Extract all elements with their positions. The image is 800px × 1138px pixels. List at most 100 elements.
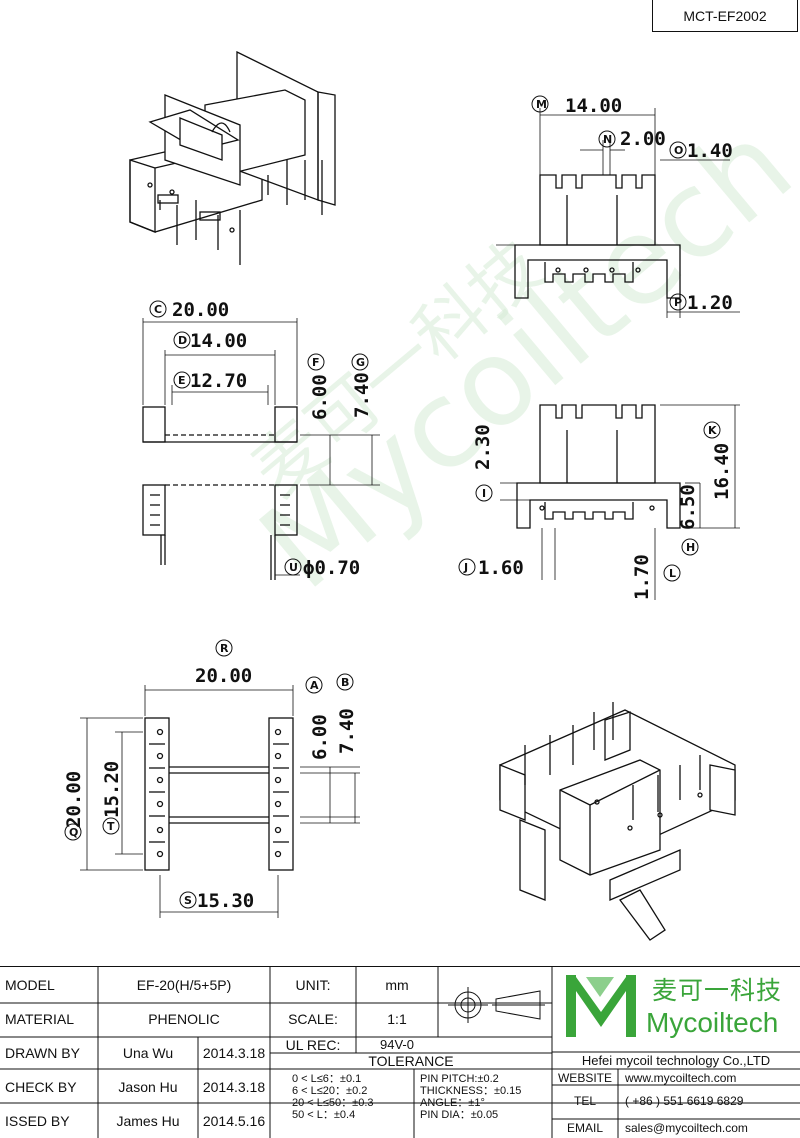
dim-I-letter: I xyxy=(482,487,486,500)
dim-K-letter: K xyxy=(708,424,717,437)
unit-label: UNIT: xyxy=(295,977,331,993)
drawn-by-date: 2014.3.18 xyxy=(202,1045,266,1061)
dim-S-value: 15.30 xyxy=(197,890,254,912)
dim-A-letter: A xyxy=(310,679,319,692)
dim-L-letter: L xyxy=(669,567,676,580)
dim-J-letter: J xyxy=(463,561,468,574)
pin-dia: PIN DIA：±0.05 xyxy=(420,1109,499,1121)
dim-M-marker xyxy=(531,95,549,113)
dim-T-letter: T xyxy=(107,820,115,833)
isometric-view-bottom xyxy=(499,702,736,941)
dim-T-marker xyxy=(102,817,120,835)
tolerance-line-3: 20 < L≤50：±0.3 xyxy=(292,1097,374,1109)
tel-value: ( +86 ) 551 6619 6829 xyxy=(625,1094,744,1108)
dim-I-value: 2.30 xyxy=(472,424,494,470)
dim-B-marker xyxy=(336,673,354,691)
dim-M-letter: M xyxy=(536,98,547,111)
dim-C-marker xyxy=(149,300,167,318)
dim-K-value: 16.40 xyxy=(711,443,733,500)
dim-U-value: ϕ0.70 xyxy=(303,557,360,579)
dim-S-letter: S xyxy=(184,894,192,907)
unit-value: mm xyxy=(385,977,409,993)
dim-R-marker xyxy=(215,639,233,657)
dim-A-marker xyxy=(305,676,323,694)
tolerance-line-2: 6 < L≤20：±0.2 xyxy=(292,1085,368,1097)
issued-by-date: 2014.5.16 xyxy=(202,1113,266,1129)
svg-text:Mycoiltech: Mycoiltech xyxy=(235,96,800,616)
dim-F-value: 6.00 xyxy=(309,374,331,420)
dim-O-value: 1.40 xyxy=(687,140,733,162)
dim-O-letter: O xyxy=(674,144,683,157)
ul-rec-value: 94V-0 xyxy=(380,1037,414,1052)
tel-label: TEL xyxy=(573,1094,596,1108)
dim-E-value: 12.70 xyxy=(190,370,247,392)
dim-H-letter: H xyxy=(686,541,695,554)
dim-M-value: 14.00 xyxy=(565,95,622,117)
dim-N-letter: N xyxy=(603,133,612,146)
model-label: MODEL xyxy=(5,977,55,993)
dim-F-letter: F xyxy=(312,356,320,369)
dim-G-marker xyxy=(351,353,369,371)
dim-D-letter: D xyxy=(178,334,187,347)
dim-L-value: 1.70 xyxy=(631,554,653,600)
front-view xyxy=(496,108,740,318)
material-value: PHENOLIC xyxy=(148,1011,220,1027)
dim-J-marker xyxy=(458,558,476,576)
pin-pitch: PIN PITCH:±0.2 xyxy=(420,1073,499,1085)
tolerance-label: TOLERANCE xyxy=(368,1053,454,1069)
drawn-by-name: Una Wu xyxy=(122,1045,174,1061)
dim-O-marker xyxy=(669,141,687,159)
dim-Q-letter: Q xyxy=(69,826,78,839)
thickness: THICKNESS：±0.15 xyxy=(420,1085,522,1097)
dim-P-letter: P xyxy=(674,296,682,309)
dim-D-marker xyxy=(173,331,191,349)
tolerance-line-4: 50 < L：±0.4 xyxy=(292,1109,356,1121)
dim-N-marker xyxy=(598,130,616,148)
dim-J-value: 1.60 xyxy=(478,557,524,579)
title-block: MODEL EF-20(H/5+5P) MATERIAL PHENOLIC DR… xyxy=(0,966,800,1138)
dim-K-marker xyxy=(703,421,721,439)
dim-Q-marker xyxy=(64,823,82,841)
company-name: Hefei mycoil technology Co.,LTD xyxy=(581,1053,771,1068)
dim-C-value: 20.00 xyxy=(172,299,229,321)
dim-Q-value: 20.00 xyxy=(63,771,85,828)
email-label: EMAIL xyxy=(566,1121,603,1135)
dim-F-marker xyxy=(307,353,325,371)
dim-D-value: 14.00 xyxy=(190,330,247,352)
drawing-area: Mycoiltech 麦可一科技 xyxy=(63,50,800,941)
check-by-label: CHECK BY xyxy=(5,1079,77,1095)
isometric-view-top xyxy=(129,50,336,265)
material-label: MATERIAL xyxy=(5,1011,74,1027)
brand-english-name: Mycoiltech xyxy=(646,1007,779,1038)
dim-U-letter: U xyxy=(289,561,298,574)
ul-rec-label: UL REC: xyxy=(285,1037,341,1053)
drawn-by-label: DRAWN BY xyxy=(5,1045,80,1061)
model-value: EF-20(H/5+5P) xyxy=(136,977,232,993)
dim-G-letter: G xyxy=(356,356,365,369)
watermark: Mycoiltech 麦可一科技 xyxy=(235,96,800,616)
projection-symbol xyxy=(448,987,545,1023)
issued-by-label: ISSED BY xyxy=(5,1113,70,1129)
dim-A-value: 6.00 xyxy=(309,714,331,760)
email-value: sales@mycoiltech.com xyxy=(625,1121,748,1135)
issued-by-name: James Hu xyxy=(116,1113,180,1129)
title-block-grid xyxy=(0,967,800,1138)
dim-G-value: 7.40 xyxy=(351,372,373,418)
end-view xyxy=(500,404,740,600)
website-label: WEBSITE xyxy=(557,1071,612,1085)
dim-R-value: 20.00 xyxy=(195,665,252,687)
check-by-name: Jason Hu xyxy=(118,1079,178,1095)
side-view xyxy=(142,318,380,580)
dim-H-value: 6.50 xyxy=(677,484,699,530)
dim-B-letter: B xyxy=(341,676,349,689)
drawing-number: MCT-EF2002 xyxy=(683,7,767,24)
website-value: www.mycoiltech.com xyxy=(625,1071,737,1085)
dim-U-marker xyxy=(284,558,302,576)
tolerance-line-1: 0 < L≤6：±0.1 xyxy=(292,1073,362,1085)
dim-P-value: 1.20 xyxy=(687,292,733,314)
dim-R-letter: R xyxy=(220,642,229,655)
scale-value: 1:1 xyxy=(387,1011,407,1027)
scale-label: SCALE: xyxy=(288,1011,338,1027)
dim-E-marker xyxy=(173,371,191,389)
dim-N-value: 2.00 xyxy=(620,128,666,150)
